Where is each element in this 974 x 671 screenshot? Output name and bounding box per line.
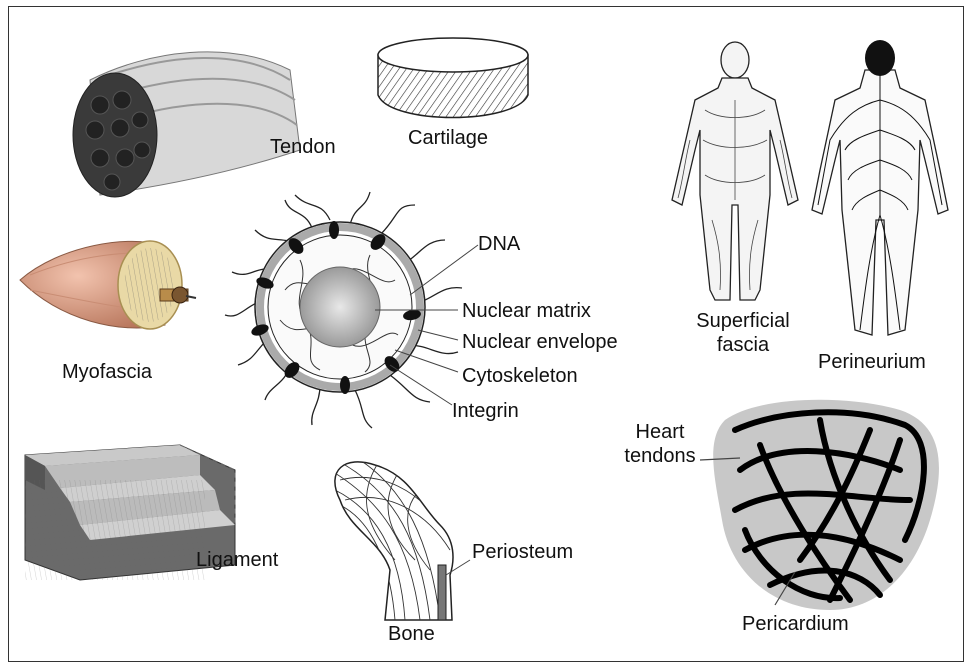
label-ligament: Ligament xyxy=(196,549,279,571)
label-superficial-fascia: Superficial fascia xyxy=(688,309,798,357)
label-cartilage: Cartilage xyxy=(408,127,489,149)
label-heart-tendons: Heart tendons xyxy=(622,420,698,468)
perineurium-figure xyxy=(811,40,949,336)
label-bone: Bone xyxy=(388,623,435,645)
bone-illustration xyxy=(334,461,471,621)
tendon-illustration xyxy=(72,51,301,198)
label-myofascia: Myofascia xyxy=(62,361,153,383)
label-nuclear-matrix: Nuclear matrix xyxy=(462,300,591,322)
label-integrin: Integrin xyxy=(452,400,519,422)
label-pericardium: Pericardium xyxy=(742,613,849,635)
label-nuclear-envelope: Nuclear envelope xyxy=(462,331,618,353)
label-perineurium: Perineurium xyxy=(818,351,926,373)
heart-illustration xyxy=(699,399,939,610)
ligament-illustration xyxy=(24,444,236,581)
label-superficial-line2: fascia xyxy=(716,334,770,356)
label-periosteum: Periosteum xyxy=(472,541,574,563)
cartilage-illustration xyxy=(377,37,529,119)
superficial-fascia-figure xyxy=(671,41,799,301)
label-heart-line1: Heart xyxy=(635,421,685,443)
label-tendon: Tendon xyxy=(270,136,336,158)
label-heart-line2: tendons xyxy=(624,445,696,467)
label-cytoskeleton: Cytoskeleton xyxy=(462,365,578,387)
label-superficial-line1: Superficial xyxy=(696,310,790,332)
myofascia-illustration xyxy=(19,240,197,330)
cell-diagram xyxy=(224,191,479,429)
label-dna: DNA xyxy=(478,233,521,255)
